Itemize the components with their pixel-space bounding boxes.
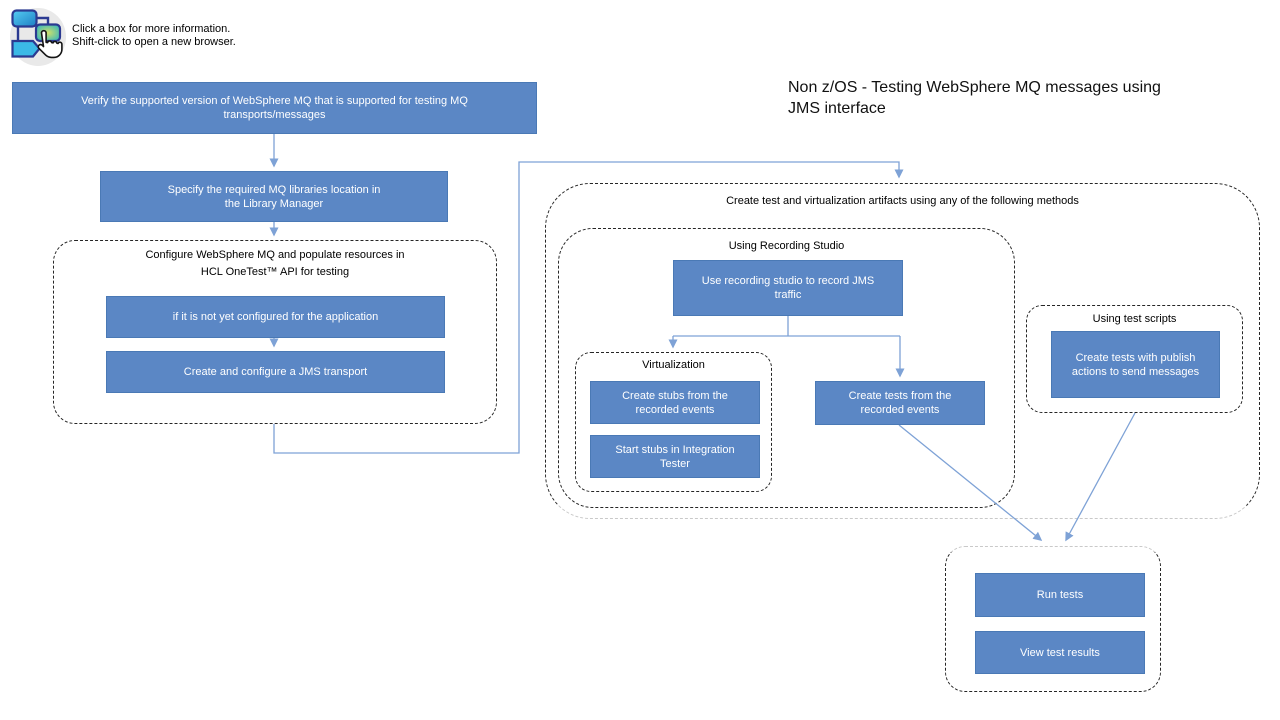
hand-pointer-icon <box>37 29 63 59</box>
icon-box-top <box>11 9 38 28</box>
group-run-tests <box>945 546 1161 692</box>
flowchart-click-icon <box>10 8 66 66</box>
node-create-tests-publish[interactable]: Create tests with publish actions to sen… <box>1051 331 1220 398</box>
node-view-test-results[interactable]: View test results <box>975 631 1145 674</box>
icon-box-right <box>34 23 62 43</box>
legend-caption-line1: Click a box for more information. <box>72 23 231 35</box>
page-title: Non z/OS - Testing WebSphere MQ messages… <box>788 79 1161 117</box>
legend-caption-line2: Shift-click to open a new browser. <box>72 36 236 48</box>
node-specify-libraries[interactable]: Specify the required MQ libraries locati… <box>100 171 448 222</box>
node-not-configured[interactable]: if it is not yet configured for the appl… <box>106 296 445 338</box>
group-test-scripts-label: Using test scripts <box>1092 313 1177 325</box>
group-virtualization-label: Virtualization <box>642 359 705 371</box>
icon-box-pentagon <box>11 39 41 58</box>
node-start-stubs[interactable]: Start stubs in Integration Tester <box>590 435 760 478</box>
group-test-scripts <box>1026 305 1243 413</box>
legend-caption: Click a box for more information. Shift-… <box>72 23 236 49</box>
group-recording-studio-label: Using Recording Studio <box>728 240 845 252</box>
node-verify-version[interactable]: Verify the supported version of WebSpher… <box>12 82 537 134</box>
node-create-tests-recorded[interactable]: Create tests from the recorded events <box>815 381 985 425</box>
node-run-tests[interactable]: Run tests <box>975 573 1145 617</box>
group-configure-mq-label: Configure WebSphere MQ and populate reso… <box>145 249 405 278</box>
node-create-jms-transport[interactable]: Create and configure a JMS transport <box>106 351 445 393</box>
node-record-jms-traffic[interactable]: Use recording studio to record JMS traff… <box>673 260 903 316</box>
node-create-stubs[interactable]: Create stubs from the recorded events <box>590 381 760 424</box>
group-create-artifacts-label: Create test and virtualization artifacts… <box>726 195 1079 207</box>
